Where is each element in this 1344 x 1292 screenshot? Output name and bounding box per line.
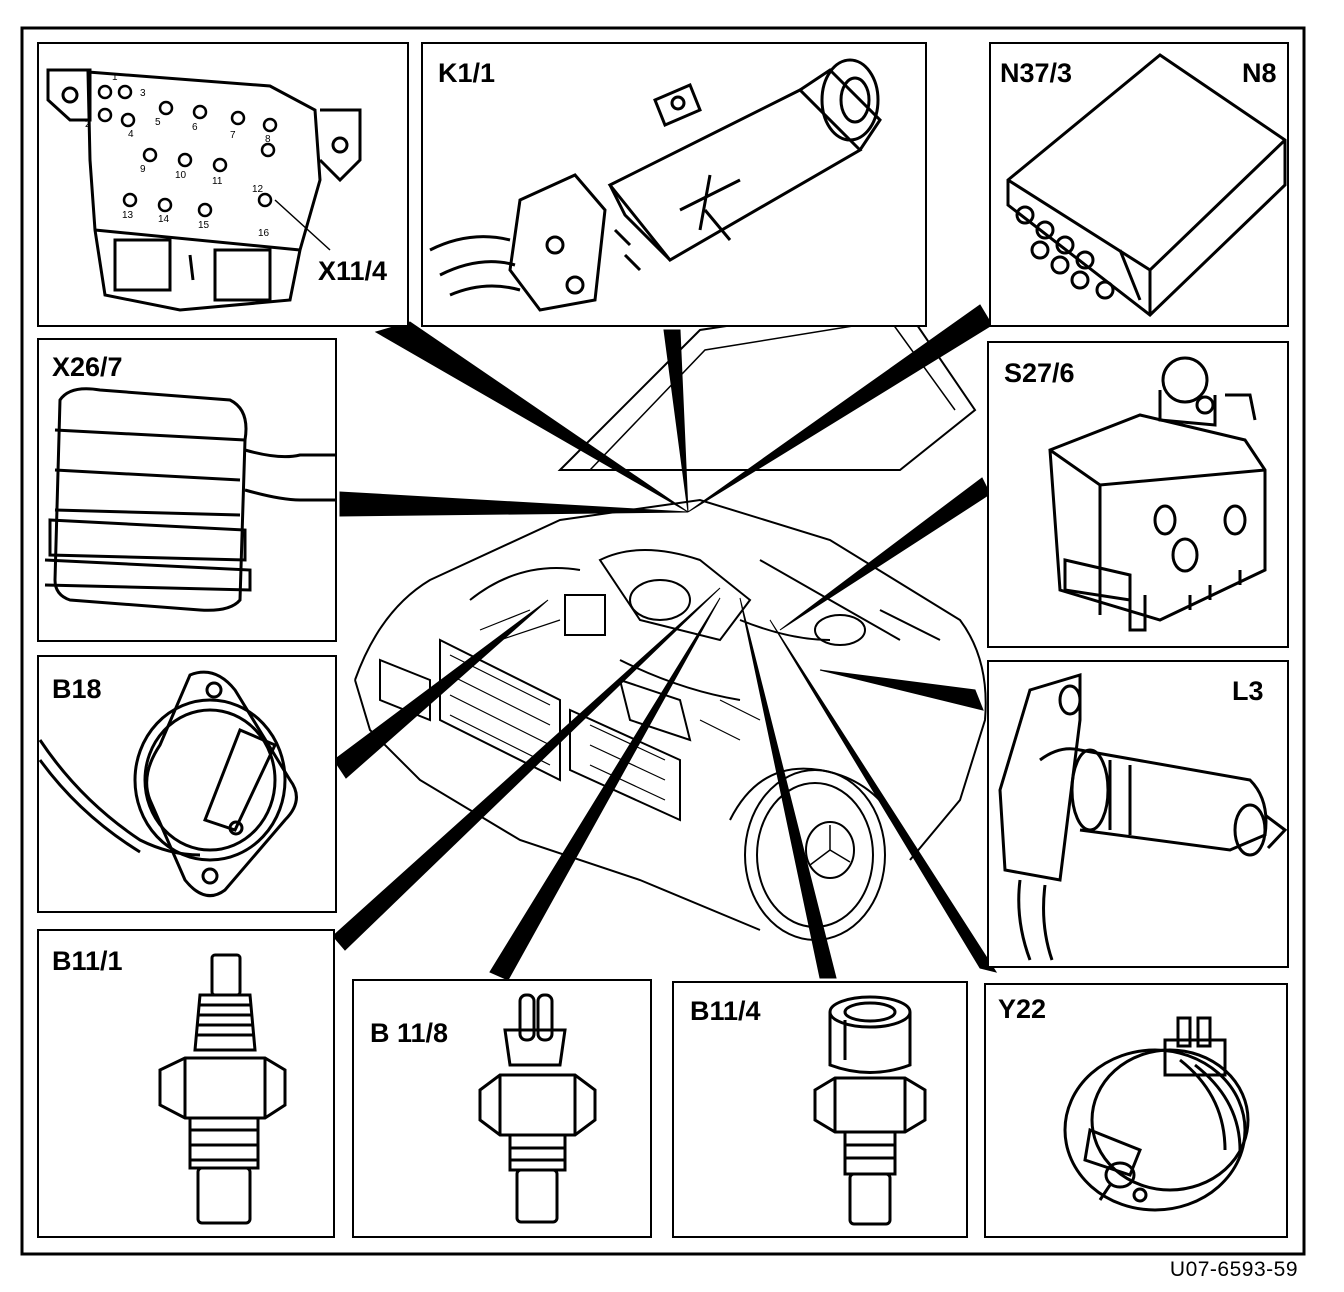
panel-k1-1: K1/1 — [421, 42, 927, 327]
vacuum-element-icon — [1063, 1016, 1250, 1212]
rubber-boot-icon — [44, 387, 335, 612]
panel-label: B 11/8 — [370, 1018, 448, 1048]
figure-code: U07-6593-59 — [1169, 1258, 1298, 1281]
pin-label: 2 — [85, 119, 91, 130]
pin-label: 7 — [230, 130, 236, 141]
panel-label: B11/4 — [690, 996, 761, 1026]
panel-n37-3: N37/3 N8 — [989, 42, 1289, 327]
panel-label: Y22 — [998, 994, 1046, 1024]
panel-label: L3 — [1232, 676, 1264, 706]
panel-label: X26/7 — [52, 352, 123, 382]
rpm-sensor-icon — [998, 672, 1288, 961]
panel-b11-1: B11/1 — [37, 929, 335, 1238]
connector-block-icon — [46, 68, 362, 312]
pin-label: 6 — [192, 122, 198, 133]
roller-switch-icon — [1048, 356, 1267, 632]
panel-label: K1/1 — [438, 58, 495, 88]
pin-label: 1 — [112, 72, 118, 83]
panel-x26-7: X26/7 — [37, 338, 337, 642]
two-pin-sensor-icon — [478, 993, 597, 1224]
panel-y22: Y22 — [984, 983, 1288, 1238]
control-module-icon — [1006, 53, 1287, 317]
pin-label: 11 — [212, 176, 223, 187]
panel-x11-4: 1 2 3 4 5 6 7 8 9 10 11 12 13 14 15 16 X… — [37, 42, 409, 327]
pin-label: 3 — [140, 88, 146, 99]
panel-label: S27/6 — [1004, 358, 1075, 388]
panel-b18: B18 — [37, 655, 337, 913]
panel-label: B18 — [52, 674, 102, 704]
flange-sensor-icon — [38, 670, 298, 898]
pin-label: 16 — [258, 228, 270, 239]
panel-b11-4: B11/4 — [672, 981, 968, 1238]
outer-border — [20, 26, 1306, 1256]
panel-s27-6: S27/6 — [987, 341, 1289, 648]
panel-label: B11/1 — [52, 946, 123, 976]
panel-label-secondary: N8 — [1242, 58, 1277, 88]
pin-label: 4 — [128, 129, 134, 140]
panel-label: X11/4 — [318, 256, 387, 286]
pin-label: 12 — [252, 184, 264, 195]
round-plug-sensor-icon — [813, 995, 927, 1226]
pin-label: 13 — [122, 210, 134, 221]
pin-label: 9 — [140, 164, 146, 175]
pin-label: 14 — [158, 214, 170, 225]
pin-label: 8 — [265, 134, 271, 145]
panel-b11-8: B 11/8 — [352, 979, 652, 1238]
pin-label: 15 — [198, 220, 210, 231]
leader-lines — [332, 304, 998, 981]
pin-label: 10 — [175, 170, 187, 181]
relay-icon — [429, 58, 882, 312]
panel-l3: L3 — [987, 660, 1289, 968]
temperature-sensor-icon — [158, 953, 287, 1225]
pin-label: 5 — [155, 117, 161, 128]
panel-label: N37/3 — [1000, 58, 1072, 88]
